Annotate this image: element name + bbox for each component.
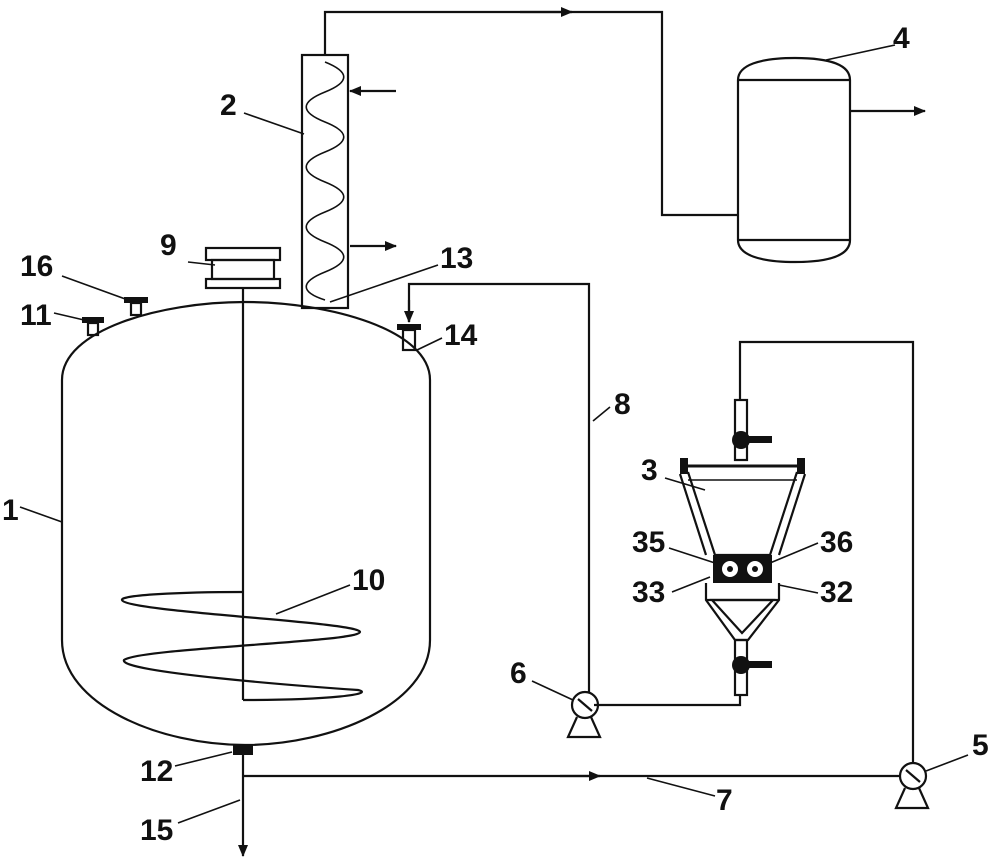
label-pump-5: 5 xyxy=(972,729,989,762)
port-11 xyxy=(82,317,104,337)
filter-outlet-pipe xyxy=(594,695,742,707)
label-pump-6: 6 xyxy=(510,657,527,690)
label-receiver-tank: 4 xyxy=(893,22,910,55)
label-part-33: 33 xyxy=(632,576,665,609)
label-pipe-7: 7 xyxy=(716,784,733,817)
label-condenser: 2 xyxy=(220,89,237,122)
motor xyxy=(204,246,282,290)
label-filter: 3 xyxy=(641,454,658,487)
receiver-tank xyxy=(736,56,926,264)
stirrer xyxy=(120,288,363,702)
label-part-35: 35 xyxy=(632,526,665,559)
vapor-pipe xyxy=(323,7,738,217)
label-outlet-15: 15 xyxy=(140,814,173,847)
label-part-32: 32 xyxy=(820,576,853,609)
leader-lines xyxy=(19,44,969,824)
pump-5-discharge-pipe xyxy=(738,340,915,763)
filter-unit xyxy=(678,398,807,697)
label-port-11: 11 xyxy=(20,299,52,332)
pump-6 xyxy=(566,690,602,739)
port-16 xyxy=(124,297,148,317)
pipe-8 xyxy=(404,282,591,692)
label-pipe-8: 8 xyxy=(614,388,631,421)
label-stirrer: 10 xyxy=(352,564,385,597)
condenser xyxy=(300,53,397,310)
label-motor: 9 xyxy=(160,229,177,262)
label-reactor: 1 xyxy=(2,494,19,527)
pump-5 xyxy=(894,761,930,810)
label-inlet-14: 14 xyxy=(444,319,478,352)
label-part-36: 36 xyxy=(820,526,853,559)
label-bottom-valve: 12 xyxy=(140,755,173,788)
bottom-valve xyxy=(233,745,253,772)
label-port-16: 16 xyxy=(20,250,53,283)
label-port-13: 13 xyxy=(440,242,473,275)
reactor-vessel xyxy=(60,300,432,747)
inlet-nozzle-14 xyxy=(397,324,421,352)
